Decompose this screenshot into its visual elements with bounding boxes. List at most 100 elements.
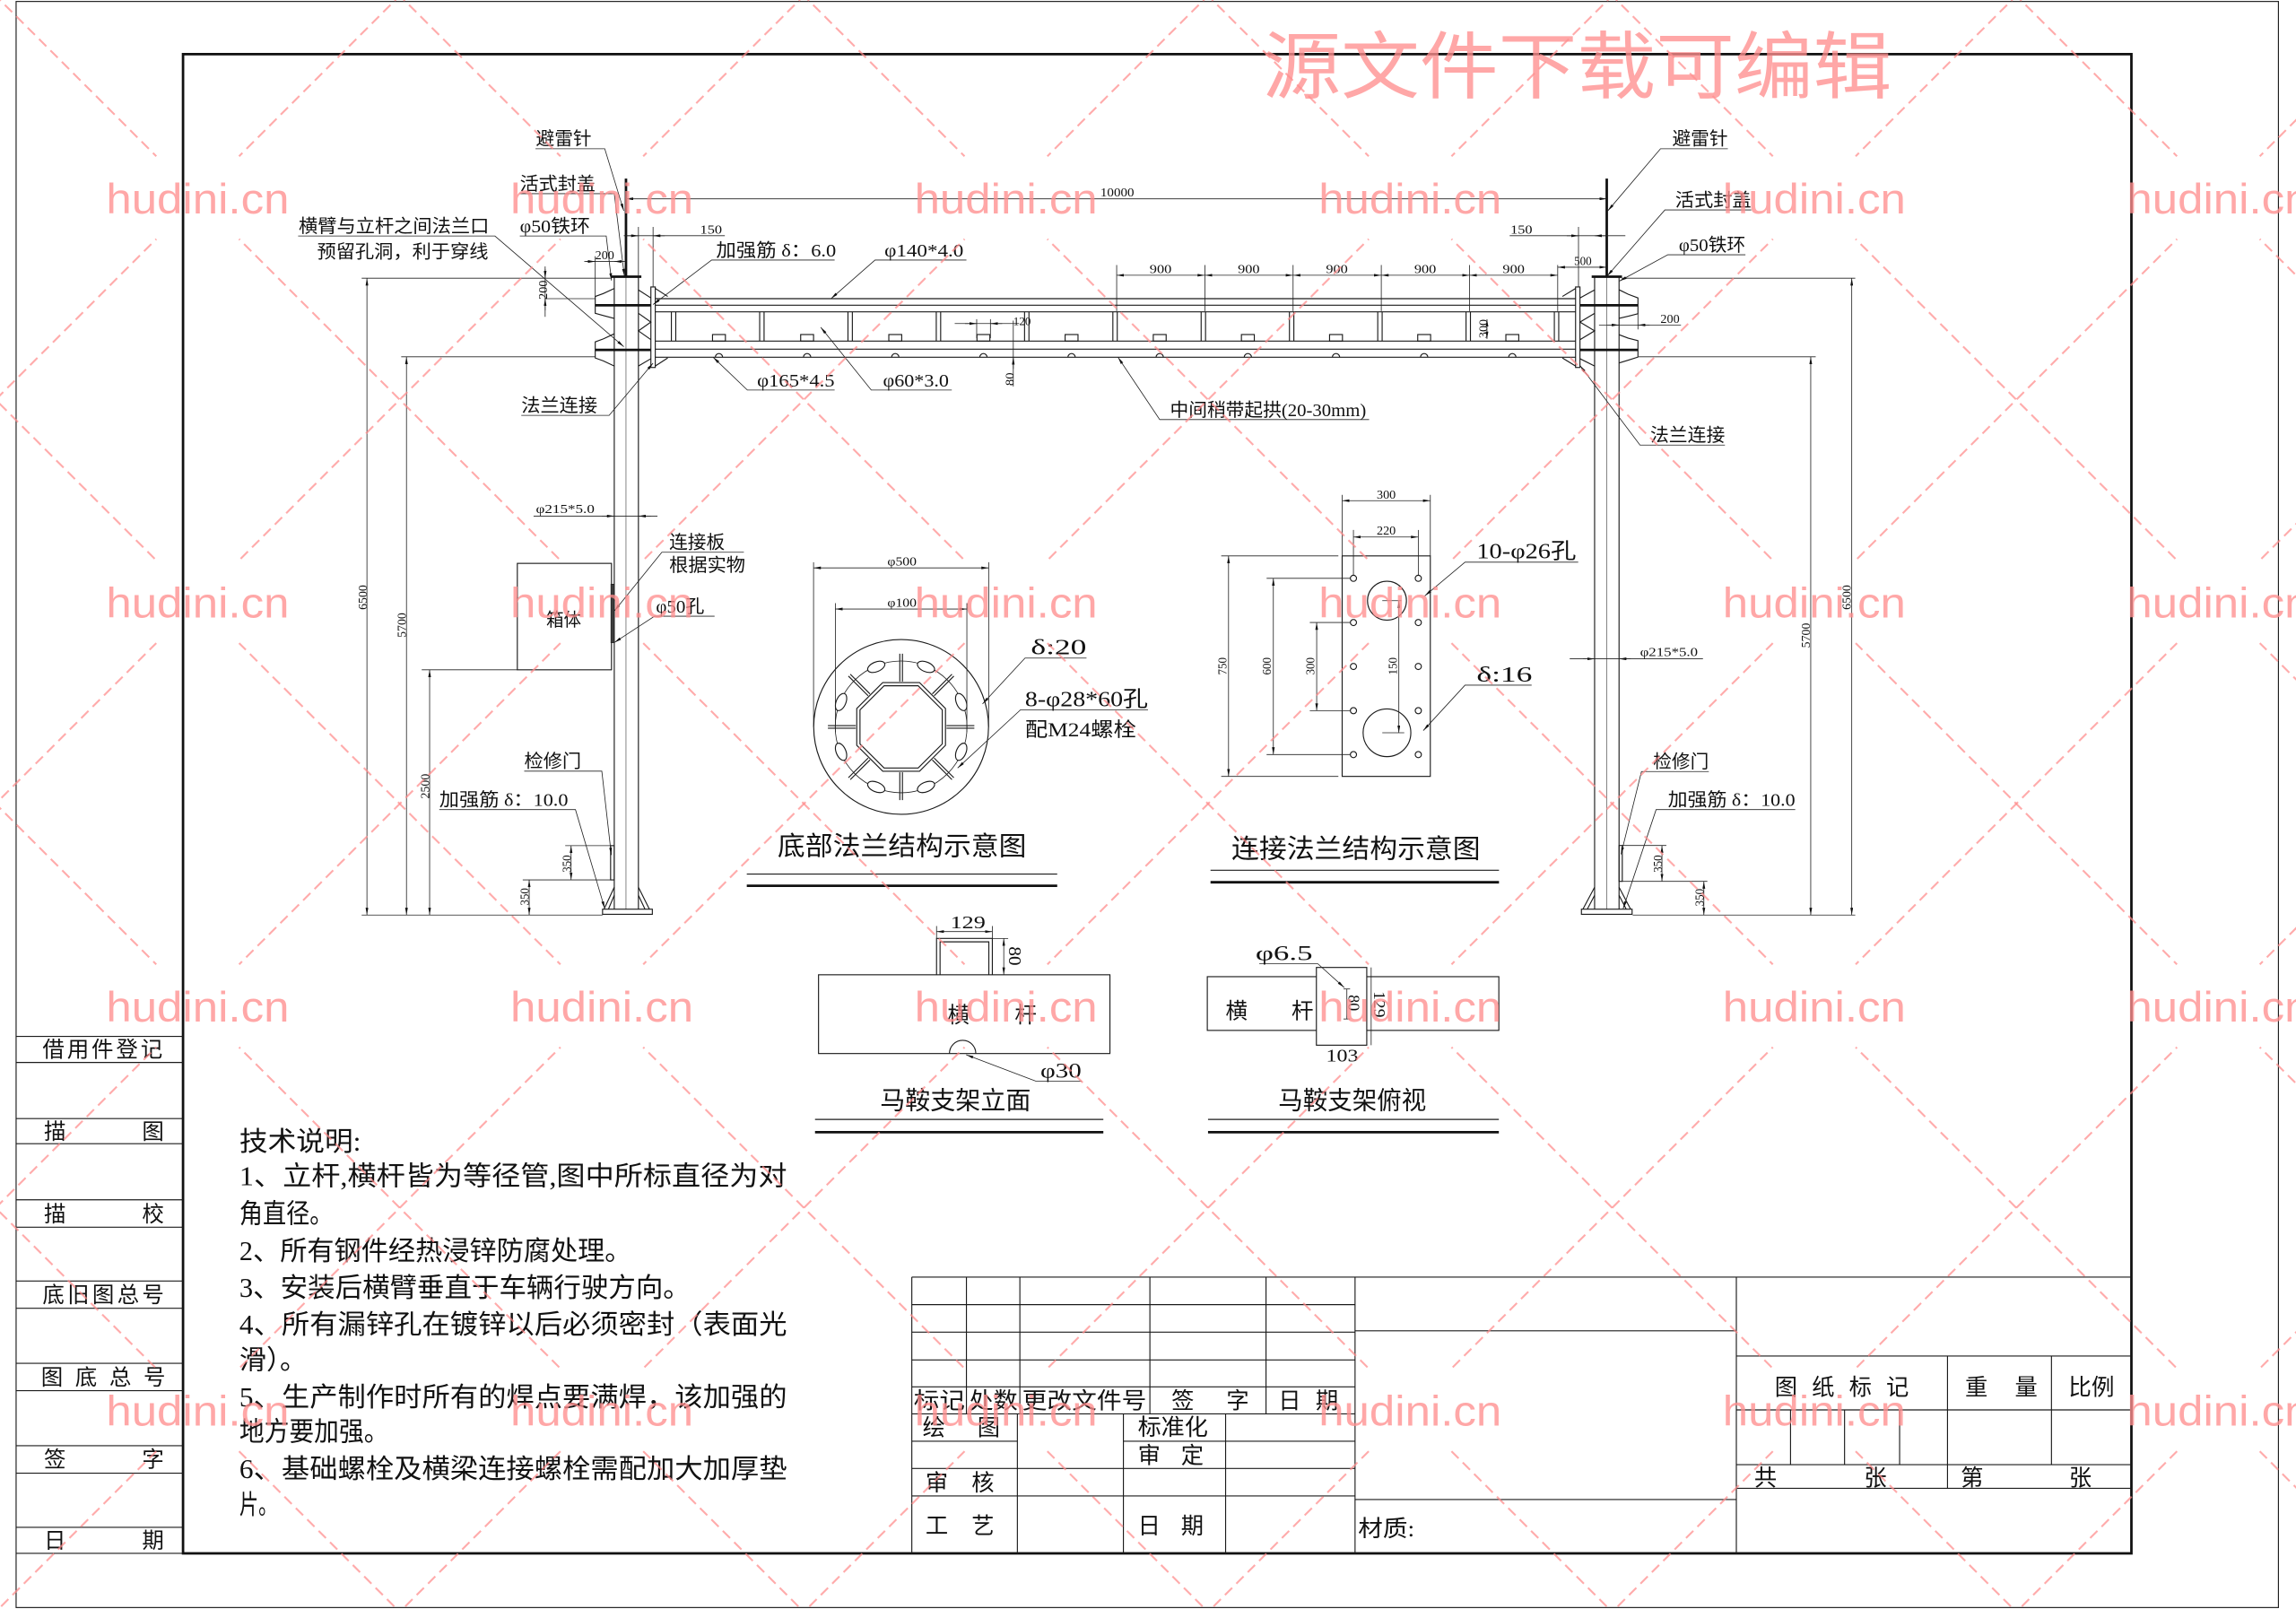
gantry-elevation xyxy=(298,148,1856,916)
tb-standardize: 标准化 xyxy=(1138,1415,1208,1440)
label-camber-note: 中间稍带起拱(20-30mm) xyxy=(1170,400,1366,421)
dim-right-door-base-label: 350 xyxy=(1694,889,1708,907)
stiffener-rib xyxy=(848,675,869,697)
watermark-text: hudini.cn xyxy=(1318,1387,1501,1435)
drain-notch xyxy=(803,352,812,358)
gantry-dimension-labels: 10000 150 200 200 900 900 900 900 900 15… xyxy=(357,187,1855,906)
leader-holes xyxy=(957,709,1148,769)
leader-lightning-rod-left xyxy=(535,148,624,212)
dim-right-total-height-label: 6500 xyxy=(1841,585,1855,610)
watermark-text: hudini.cn xyxy=(915,176,1098,223)
left-arm-gusset xyxy=(655,288,668,367)
leader-flange-note xyxy=(298,235,624,347)
dim-truss-depth-label: 300 xyxy=(1476,318,1490,338)
tb-date: 日期 xyxy=(1138,1514,1204,1539)
dim-left-door-height-label: 350 xyxy=(561,855,575,873)
watermark-text: hudini.cn xyxy=(1723,579,1906,627)
dim-panel-label: 900 xyxy=(1150,263,1172,276)
stiffener-rib xyxy=(932,674,952,695)
leader-thickness xyxy=(1422,684,1532,731)
watermark-dash-line xyxy=(0,0,21,1609)
drawing-frame xyxy=(15,1,2279,1608)
saddle-bracket xyxy=(1505,334,1519,342)
label-pole-spec-left: φ215*5.0 xyxy=(536,503,595,517)
label-connection-holes: 10-φ26孔 xyxy=(1476,540,1576,564)
title-block-labels: 标记 处数 更改文件号 签字 日期 绘图 标准化 审定 审核 工艺 日期 材质:… xyxy=(914,1375,2115,1542)
watermark-text: hudini.cn xyxy=(1318,984,1501,1031)
side-panel-labels: 借用件登记 描图 描校 底旧图总号 图底总号 签字 日期 xyxy=(41,1038,166,1554)
notes-heading: 技术说明: xyxy=(239,1126,361,1157)
dim-bracket-drop-label: 80 xyxy=(1003,372,1016,386)
connection-flange-plate xyxy=(1341,555,1431,778)
dim-panel-label: 900 xyxy=(1502,263,1525,276)
drain-notch xyxy=(978,352,988,358)
watermark-text: hudini.cn xyxy=(510,579,693,627)
watermark-text: hudini.cn xyxy=(915,1387,1098,1435)
tb-scale: 比例 xyxy=(2068,1375,2114,1400)
label-iron-ring-left: φ50铁环 xyxy=(520,216,590,237)
leader-holes xyxy=(1424,561,1578,596)
watermark-dash-line xyxy=(0,0,397,397)
right-inspection-door xyxy=(1618,845,1623,883)
slotted-bolt-hole xyxy=(866,780,886,794)
panel-tracing: 描图 xyxy=(44,1119,164,1144)
panel-trace-check: 描校 xyxy=(44,1202,164,1227)
drain-notch xyxy=(949,1039,977,1054)
stiffener-rib xyxy=(934,757,954,778)
watermark-dash-line xyxy=(1614,0,2296,681)
dim-plate-height-label: 750 xyxy=(1216,657,1230,675)
saddle-bracket-plan xyxy=(1316,967,1368,1046)
dim-left-ring-offset-label: 200 xyxy=(596,249,614,263)
saddle-bracket xyxy=(1328,334,1344,342)
label-lightning-rod-left: 避雷针 xyxy=(536,129,592,150)
label-lightning-rod-right: 避雷针 xyxy=(1672,129,1727,150)
tb-sheet-suffix: 张 xyxy=(2069,1466,2092,1492)
watermark-text: hudini.cn xyxy=(2126,984,2296,1031)
dim-right-flange-offset-label: 150 xyxy=(1510,223,1533,237)
tb-change-doc-no: 更改文件号 xyxy=(1022,1388,1147,1413)
leader-top-chord xyxy=(831,259,967,300)
saddle-plan-title: 马鞍支架俯视 xyxy=(1278,1088,1426,1116)
note-line: 1、立杆,横杆皆为等径管,图中所标直径为对 xyxy=(239,1161,787,1191)
dim-panel-label: 900 xyxy=(1414,263,1437,276)
watermark-text: hudini.cn xyxy=(2126,1387,2296,1435)
dim-bracket-spacing-label: 120 xyxy=(1013,315,1031,327)
connection-flange-labels: 300 220 750 600 300 150 10-φ26孔 δ:16 连接法… xyxy=(1216,489,1576,865)
watermark-dash-line xyxy=(1209,522,2296,1609)
dim-saddle-length-label: 103 xyxy=(1326,1047,1359,1065)
panel-borrowed-register: 借用件登记 xyxy=(42,1038,162,1063)
note-line: 滑）。 xyxy=(239,1345,307,1376)
right-ring-flange-upper xyxy=(1618,289,1639,319)
crossbar-section-elevation xyxy=(818,974,1111,1055)
cable-hole-upper xyxy=(1367,580,1407,622)
leader-iron-ring-left xyxy=(519,235,613,281)
saddle-bracket xyxy=(976,334,991,342)
tb-check: 审核 xyxy=(926,1471,995,1496)
connection-flange-title: 连接法兰结构示意图 xyxy=(1231,835,1481,865)
label-flange-connection-left: 法兰连接 xyxy=(521,396,597,416)
watermark-text: hudini.cn xyxy=(106,984,289,1031)
dim-outer-diameter-label: φ500 xyxy=(887,556,917,570)
saddle-bracket xyxy=(1152,334,1167,342)
leader-hole xyxy=(1259,963,1345,988)
saddle-bracket xyxy=(888,334,902,342)
label-stiffener-base-right: 加强筋 δ：10.0 xyxy=(1668,790,1796,811)
label-base-bolts: 配M24螺栓 xyxy=(1025,718,1136,741)
bolt-circle xyxy=(834,660,968,794)
stiffener-rib xyxy=(849,759,871,780)
bolt-hole xyxy=(1350,707,1358,715)
label-pole-spec-right: φ215*5.0 xyxy=(1640,646,1699,659)
panel-drawing-base-no: 图底总号 xyxy=(41,1365,166,1390)
left-base-gusset xyxy=(603,886,650,909)
label-stiffener-top: 加强筋 δ：6.0 xyxy=(716,240,836,261)
dim-hole-span-label: 600 xyxy=(1261,657,1274,675)
drain-notch xyxy=(1420,352,1429,358)
slotted-bolt-hole xyxy=(954,743,968,761)
slotted-bolt-hole xyxy=(866,660,886,674)
left-inspection-door xyxy=(610,845,615,881)
tb-process: 工艺 xyxy=(926,1514,995,1539)
leader-lightning-rod-right xyxy=(1607,148,1728,212)
note-line: 片。 xyxy=(239,1490,277,1520)
dim-saddle-inner-label: 80 xyxy=(1345,995,1363,1011)
